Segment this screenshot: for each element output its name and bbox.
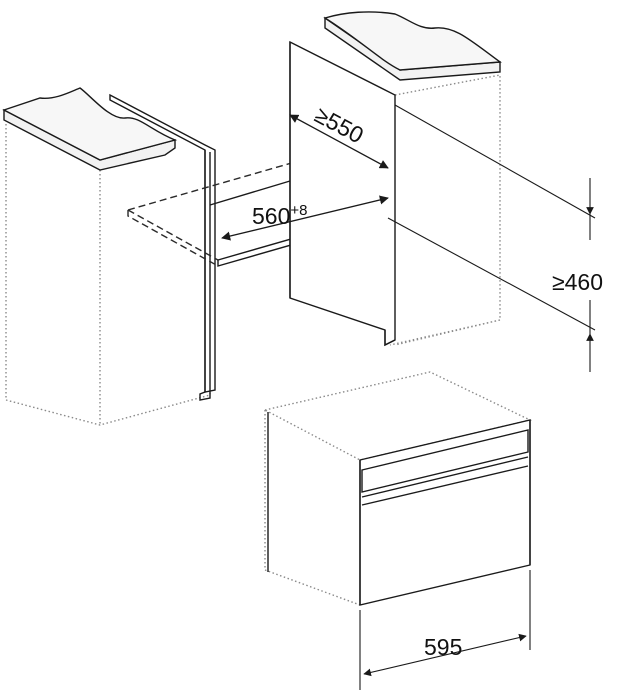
niche-height-label: ≥460 [552, 269, 603, 295]
right-countertop-top [323, 11, 502, 71]
appliance-width-dimension [359, 570, 531, 690]
left-countertop-top [2, 87, 178, 161]
niche-height-dimension [387, 104, 596, 372]
niche-width-tolerance: +8 [290, 202, 307, 219]
niche-width-arrow [221, 195, 389, 241]
svg-text:560+8: 560+8 [252, 202, 307, 229]
niche-height-symbol: ≥ [552, 269, 565, 295]
shelf-dashed-outline [127, 161, 296, 267]
oven-front-frame [359, 419, 531, 606]
niche-height-value: 460 [565, 269, 603, 295]
left-cabinet [2, 87, 216, 426]
right-cabinet [289, 11, 502, 347]
appliance-width-value: 595 [424, 634, 462, 660]
niche-width-value: 560 [252, 203, 290, 229]
oven-body-side [264, 410, 361, 606]
depth-dimension-arrow [289, 114, 389, 169]
niche-width-dimension: 560+8 [221, 195, 389, 241]
right-cabinet-body-outline [389, 74, 501, 346]
appliance-width-arrow [363, 633, 527, 677]
oven-appliance [263, 371, 533, 606]
oven-control-panel [361, 429, 529, 493]
right-cabinet-side-panel [289, 40, 396, 347]
